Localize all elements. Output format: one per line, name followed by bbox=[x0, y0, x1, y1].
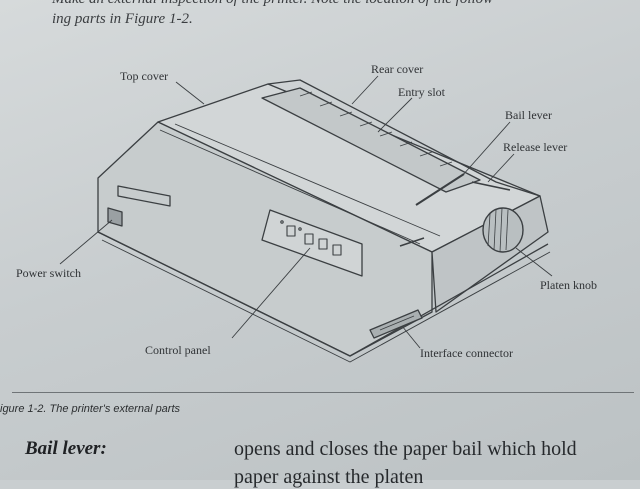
callout-top-cover: Top cover bbox=[120, 69, 169, 83]
front-slot bbox=[117, 185, 171, 207]
callout-entry-slot: Entry slot bbox=[398, 85, 445, 99]
rear-cover-edge bbox=[267, 79, 541, 197]
platen-knob bbox=[482, 207, 524, 253]
power-switch bbox=[107, 207, 123, 227]
callout-interface-connector: Interface connector bbox=[420, 346, 513, 360]
callout-platen-knob: Platen knob bbox=[540, 278, 597, 292]
interface-connector bbox=[369, 309, 423, 339]
callout-release-lever: Release lever bbox=[503, 140, 568, 154]
bail-lever bbox=[415, 173, 465, 206]
definition-text: opens and closes the paper bail which ho… bbox=[234, 438, 577, 460]
release-lever bbox=[471, 181, 511, 191]
definition-text-line-2: paper against the platen bbox=[234, 466, 424, 488]
entry-slot bbox=[261, 87, 481, 193]
figure-frame bbox=[12, 34, 634, 393]
definition-term: Bail lever: bbox=[25, 438, 107, 459]
callout-power-switch: Power switch bbox=[16, 266, 81, 280]
callout-bail-lever: Bail lever bbox=[505, 108, 552, 122]
figure-caption: igure 1-2. The printer's external parts bbox=[0, 403, 181, 415]
body-text-line-2: ing parts in Figure 1-2. bbox=[52, 11, 193, 27]
callout-control-panel: Control panel bbox=[145, 343, 211, 357]
callout-rear-cover: Rear cover bbox=[371, 62, 424, 76]
body-text-line-1: Make an external inspection of the print… bbox=[52, 0, 498, 8]
